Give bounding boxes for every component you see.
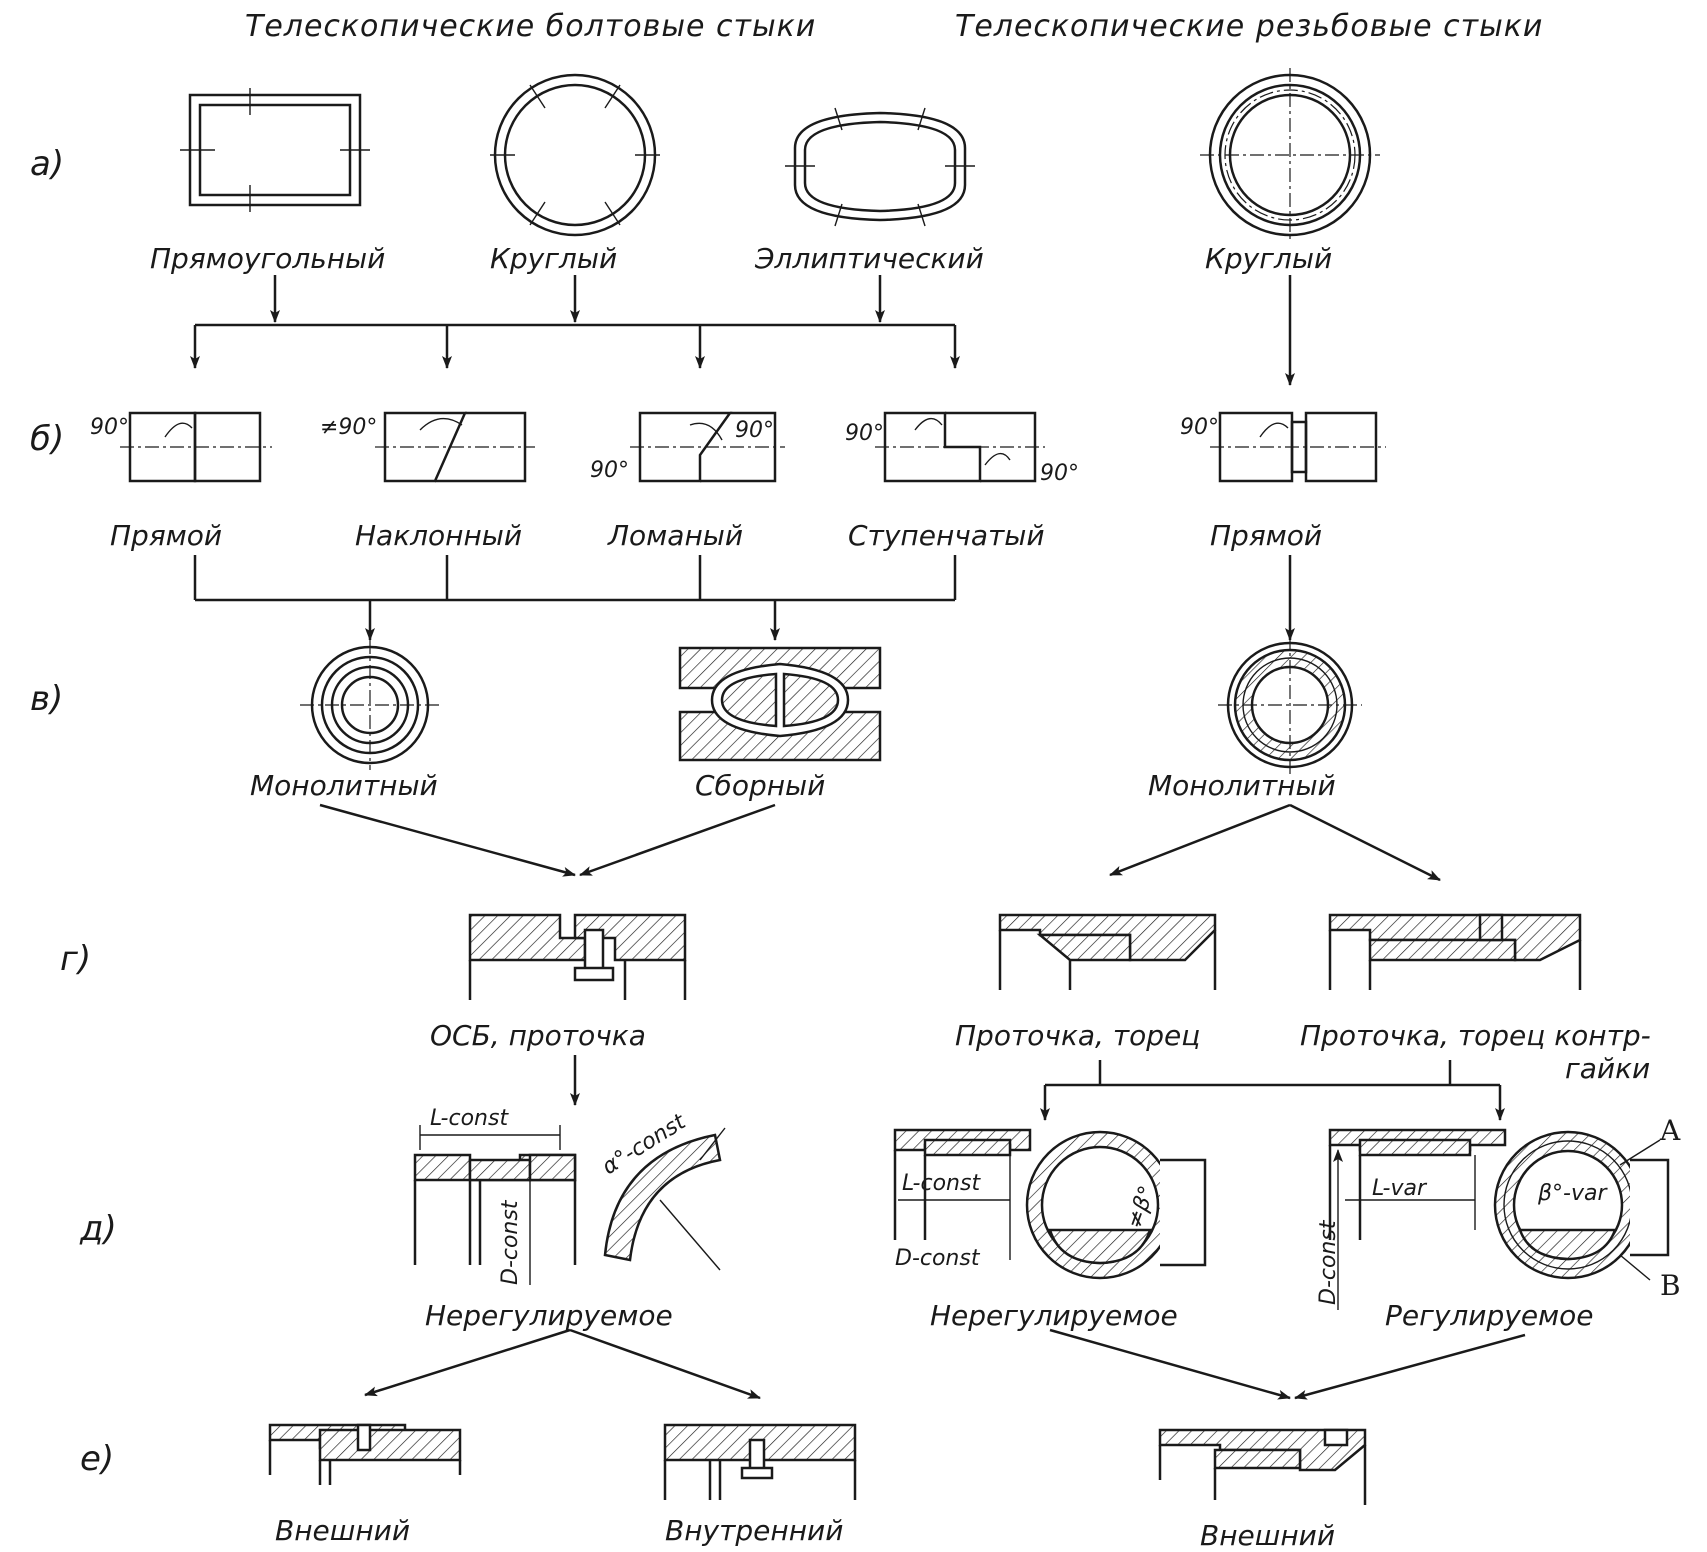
- groove-end-locknut-section: [1328, 913, 1582, 990]
- label-elliptic: Эллиптический: [754, 242, 984, 275]
- angle-90-threaded: 90°: [1180, 415, 1219, 440]
- label-inclined: Наклонный: [355, 519, 522, 552]
- broken-joint: [630, 411, 785, 483]
- header-threaded-joints: Телескопические резьбовые стыки: [955, 9, 1543, 44]
- label-d-const-regulated: D-const: [1316, 1219, 1341, 1305]
- label-groove-end-locknut: Проточка, торец контр-: [1300, 1019, 1651, 1052]
- label-locknut-cont: гайки: [1565, 1052, 1650, 1085]
- internal-bolted-section: [663, 1423, 857, 1500]
- groove-end-section: [998, 913, 1217, 990]
- unregulated-threaded-section: [893, 1128, 1207, 1280]
- external-threaded-section: [1158, 1428, 1367, 1505]
- label-monolithic: Монолитный: [250, 769, 438, 802]
- connector-b-to-v: [193, 555, 1295, 641]
- osb-groove-section: [468, 913, 687, 1000]
- round-threaded-section: [1200, 68, 1380, 242]
- label-assembled: Сборный: [695, 769, 825, 802]
- angle-90-stepped-bottom: 90°: [1040, 461, 1079, 486]
- label-beta-var: β°-var: [1537, 1181, 1608, 1206]
- label-regulated: Регулируемое: [1385, 1299, 1594, 1332]
- monolithic-bolted: [300, 640, 440, 770]
- label-osb-groove: ОСБ, проточка: [430, 1019, 646, 1052]
- external-bolted-section: [268, 1423, 462, 1485]
- label-round: Круглый: [490, 242, 617, 275]
- unregulated-bolted-section: [413, 1125, 577, 1285]
- label-monolithic-threaded: Монолитный: [1148, 769, 1336, 802]
- angle-90-stepped-top: 90°: [845, 421, 884, 446]
- angle-90-straight: 90°: [90, 415, 129, 440]
- label-d-const-threaded: D-const: [895, 1246, 981, 1271]
- angle-not90-inclined: ≠90°: [320, 415, 377, 440]
- label-d-const-bolted: D-const: [498, 1199, 523, 1285]
- row-label-g: г): [60, 939, 91, 979]
- connector-a-to-b: [190, 275, 1295, 386]
- label-point-a: A: [1659, 1114, 1681, 1147]
- label-unregulated-bolted: Нерегулируемое: [425, 1299, 673, 1332]
- angle-90-broken-bottom: 90°: [590, 458, 629, 483]
- label-groove-end: Проточка, торец: [955, 1019, 1200, 1052]
- label-round-threaded: Круглый: [1205, 242, 1332, 275]
- label-internal-bolted: Внутренний: [665, 1514, 843, 1547]
- inclined-joint: [375, 411, 535, 483]
- row-label-b: б): [30, 419, 64, 459]
- label-point-b: B: [1660, 1269, 1681, 1302]
- row-label-d: д): [79, 1209, 117, 1249]
- straight-threaded-joint: [1210, 411, 1386, 483]
- label-l-var: L-var: [1372, 1176, 1428, 1201]
- row-label-v: в): [30, 679, 63, 719]
- rectangular-section: [180, 88, 370, 212]
- header-bolted-joints: Телескопические болтовые стыки: [245, 9, 816, 44]
- angle-90-broken-top: 90°: [735, 418, 774, 443]
- regulated-threaded-section: [1328, 1128, 1670, 1310]
- monolithic-threaded: [1218, 635, 1362, 775]
- label-l-const-bolted: L-const: [430, 1106, 509, 1131]
- alpha-arc-section: [603, 1127, 726, 1271]
- label-straight-threaded: Прямой: [1210, 519, 1322, 552]
- label-rectangular: Прямоугольный: [150, 242, 385, 275]
- row-label-e: е): [80, 1439, 114, 1479]
- connector-d-to-e: [364, 1328, 1526, 1400]
- stepped-joint: [875, 411, 1045, 483]
- connector-g-to-d: [570, 1055, 1505, 1121]
- label-broken: Ломаный: [607, 519, 743, 552]
- label-unregulated-threaded: Нерегулируемое: [930, 1299, 1178, 1332]
- connector-v-to-g: [319, 803, 1441, 882]
- straight-joint: [120, 411, 272, 483]
- label-external-threaded: Внешний: [1200, 1519, 1335, 1552]
- label-stepped: Ступенчатый: [848, 519, 1045, 552]
- round-section: [490, 73, 660, 237]
- row-label-a: а): [30, 144, 64, 184]
- label-straight: Прямой: [110, 519, 222, 552]
- label-external-bolted: Внешний: [275, 1514, 410, 1547]
- label-l-const-threaded: L-const: [902, 1171, 981, 1196]
- elliptic-section: [785, 107, 975, 227]
- assembled-bolted: [678, 646, 882, 762]
